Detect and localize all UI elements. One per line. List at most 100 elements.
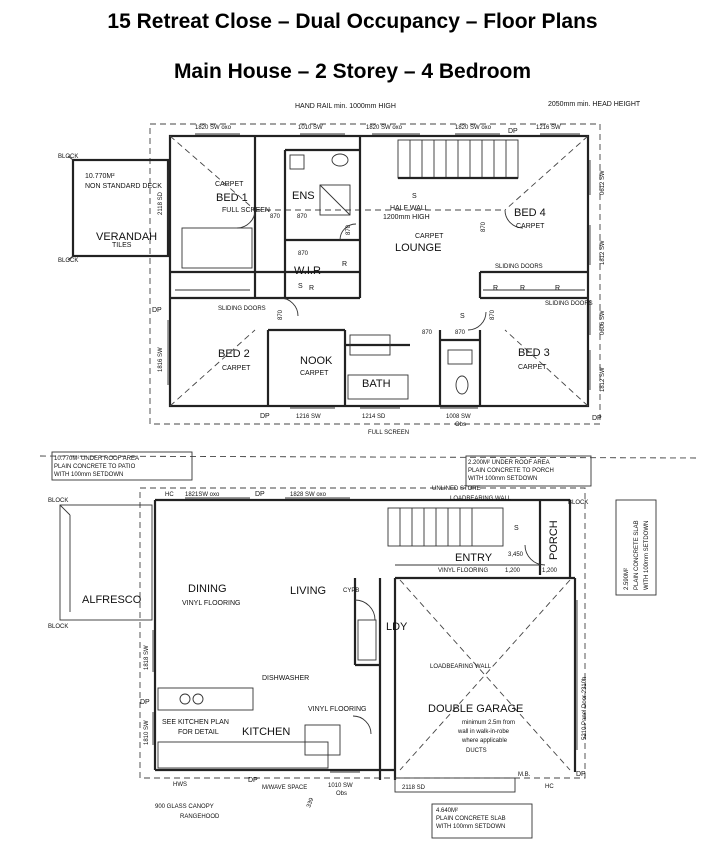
plain-patio-note: PLAIN CONCRETE TO PATIO [54, 464, 136, 470]
w-1010-bottom: 1010 SW [328, 783, 353, 789]
nook-carpet: CARPET [300, 370, 329, 377]
obs-lower: Obs [336, 791, 347, 797]
door-870-bath2: 870 [455, 330, 466, 336]
head-height-note: 2050mm min. HEAD HEIGHT [548, 101, 641, 108]
bath-label: BATH [362, 378, 391, 390]
hw-1821: 1821SW oxo [185, 492, 220, 498]
dim-1200-b: 1,200 [542, 568, 558, 574]
under-roof-area-patio: 10.770M² UNDER ROOF AREA [54, 456, 139, 462]
glass-canopy-note: 900 GLASS CANOPY [155, 804, 214, 810]
smoke-s-entry: S [514, 525, 519, 532]
bed2-carpet: CARPET [222, 365, 251, 372]
smoke-s-hall: S [460, 313, 465, 320]
deck-area: 10.770M² [85, 173, 115, 180]
kitchen-label: KITCHEN [242, 726, 290, 738]
w-1816-left: 1816 SW [158, 347, 164, 372]
garage-note-3: where applicable [461, 738, 508, 744]
garage-note-1: minimum 2.5m from [462, 720, 515, 726]
bed3-label: BED 3 [518, 347, 550, 359]
block-label-top: BLOCK [58, 154, 78, 160]
w-0606-right: 0606 SW [600, 310, 606, 335]
sliding-doors-bed2: SLIDING DOORS [218, 306, 266, 312]
half-wall-note: HALF WALL [390, 205, 429, 212]
bed2-label: BED 2 [218, 348, 250, 360]
page-title: 15 Retreat Close – Dual Occupancy – Floo… [107, 10, 598, 33]
dp-bottom: DP [260, 413, 270, 420]
door-870-bed4: 870 [481, 221, 487, 232]
dim-1200: 1,200 [505, 568, 521, 574]
door-870-bed1: 870 [270, 214, 281, 220]
robe-r-1: R [309, 285, 314, 292]
patio-setdown-note: WITH 100mm SETDOWN [54, 472, 123, 478]
slab-area-note: 2.590M² [624, 568, 630, 590]
hw-1820-c: 1820 SW oxo [455, 125, 492, 131]
door-870-ens: 870 [297, 214, 308, 220]
w-1812-right-b: 1812 SW [600, 367, 606, 392]
door-870-bath: 870 [422, 330, 433, 336]
w-0612-right: 0612 SW [600, 170, 606, 195]
ldy-label: LDY [386, 621, 408, 633]
slab-setdown-note: WITH 100mm SETDOWN [644, 521, 650, 590]
tiles-note: TILES [112, 242, 132, 249]
block-lower-top: BLOCK [48, 498, 68, 504]
plain-slab-note: PLAIN CONCRETE SLAB [634, 520, 640, 590]
porch-label: PORCH [548, 520, 560, 560]
see-kitchen-plan-note: SEE KITCHEN PLAN [162, 719, 229, 726]
robe-r-3: R [520, 285, 525, 292]
ens-label: ENS [292, 190, 315, 202]
robe-r-2: R [342, 261, 347, 268]
panel-door-note: 5210 Panel Door 2310h [582, 677, 588, 740]
rangehood-note: RANGEHOOD [180, 814, 220, 820]
upper-floor-plan: BED 1 BED 2 BED 3 BED 4 LOUNGE NOOK BATH… [58, 101, 641, 436]
dining-vinyl: VINYL FLOORING [182, 600, 240, 607]
robe-r-5: R [493, 285, 498, 292]
loadbearing-wall-top: LOADBEARING WALL [450, 496, 512, 502]
w-1008-bottom: 1008 SW [446, 414, 471, 420]
w-1216-top: 1216 SW [536, 125, 561, 131]
loadbearing-wall-mid: LOADBEARING WALL [430, 664, 492, 670]
bed1-label: BED 1 [216, 192, 248, 204]
dp-left: DP [152, 307, 162, 314]
w-1810-left: 1810 SW [144, 720, 150, 745]
cypb-label: CYPB [343, 588, 359, 594]
sliding-doors-bed4: SLIDING DOORS [495, 264, 543, 270]
entry-vinyl: VINYL FLOORING [438, 568, 488, 574]
w-1818-left: 1818 SW [144, 645, 150, 670]
full-screen-bottom: FULL SCREEN [368, 430, 409, 436]
upper-roof-outline [149, 123, 601, 425]
garage-note-2: wall in walk-in-robe [457, 729, 510, 735]
dp-lower-left: DP [140, 699, 150, 706]
door-870-bed3: 870 [490, 309, 496, 320]
door-870-lounge: 870 [346, 224, 352, 235]
w-1214-bottom: 1214 SD [362, 414, 386, 420]
block-lower-bottom: BLOCK [48, 624, 68, 630]
bottom-plain-slab: PLAIN CONCRETE SLAB [436, 816, 506, 822]
door-870-bed2: 870 [278, 309, 284, 320]
w-2118-bottom: 2118 SD [402, 785, 426, 791]
hw-1820-b: 1820 SW oxo [366, 125, 403, 131]
unlined-store-note: UNLINED STORE [432, 486, 481, 492]
hc-top: HC [165, 492, 174, 498]
w-1216-bottom: 1216 SW [296, 414, 321, 420]
obs-bottom: Obs [455, 422, 466, 428]
full-screen-note: FULL SCREEN [222, 207, 270, 214]
alfresco-label: ALFRESCO [82, 594, 142, 606]
hand-rail-note: HAND RAIL min. 1000mm HIGH [295, 103, 396, 110]
lounge-label: LOUNGE [395, 242, 441, 254]
dining-label: DINING [188, 583, 227, 595]
garage-label: DOUBLE GARAGE [428, 703, 523, 715]
porch-setdown-note: WITH 100mm SETDOWN [468, 476, 537, 482]
dim-3450: 3,450 [508, 552, 524, 558]
plain-porch-note: PLAIN CONCRETE TO PORCH [468, 468, 554, 474]
smoke-s-lounge: S [412, 193, 417, 200]
block-lower-right: BLOCK [568, 500, 588, 506]
dp-lower-right: DP [576, 771, 586, 778]
dp-lower-bottom: DP [248, 777, 258, 784]
door-870-wir: 870 [298, 251, 309, 257]
hw-1828: 1828 SW oxo [290, 492, 327, 498]
hc-bottom: HC [545, 784, 554, 790]
sliding-doors-bed3: SLIDING DOORS [545, 301, 593, 307]
bed1-carpet: CARPET [215, 181, 244, 188]
non-std-deck-note: NON STANDARD DECK [85, 183, 162, 190]
page-subtitle: Main House – 2 Storey – 4 Bedroom [173, 60, 532, 83]
